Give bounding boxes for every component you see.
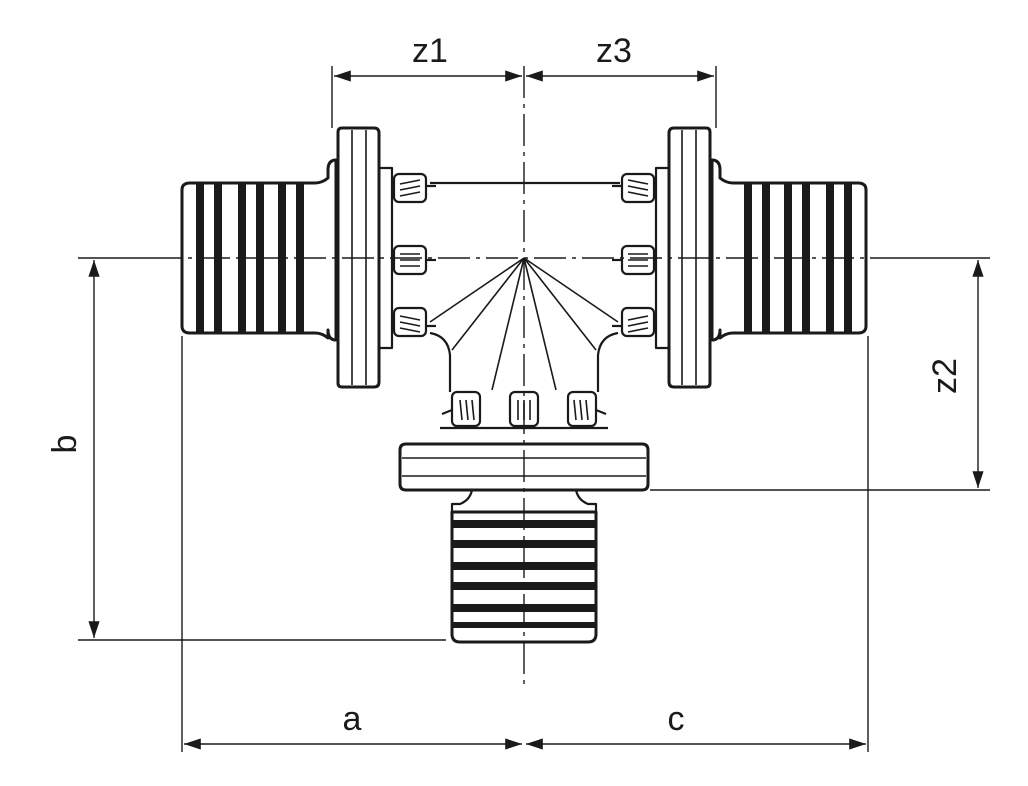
tee-body xyxy=(429,181,620,392)
b-label: b xyxy=(46,435,84,454)
extension-lines xyxy=(78,66,990,752)
dimension-labels: z1 z3 z2 b a c xyxy=(46,32,964,738)
z2-label: z2 xyxy=(926,358,964,394)
left-clips xyxy=(392,172,436,338)
right-ribs xyxy=(744,183,852,333)
body-fan-lines xyxy=(429,257,619,391)
center-lines xyxy=(150,66,888,690)
z1-label: z1 xyxy=(412,32,448,70)
left-ribs xyxy=(196,183,304,333)
c-label: c xyxy=(668,700,685,738)
right-pipe-end xyxy=(654,126,868,389)
a-label: a xyxy=(343,700,362,738)
right-clips xyxy=(612,172,656,338)
z3-label: z3 xyxy=(596,32,632,70)
dimension-lines xyxy=(88,70,984,750)
branch-ribs xyxy=(452,520,596,628)
branch-pipe-end xyxy=(398,442,650,644)
left-pipe-end xyxy=(180,126,394,389)
branch-clips xyxy=(440,390,608,430)
